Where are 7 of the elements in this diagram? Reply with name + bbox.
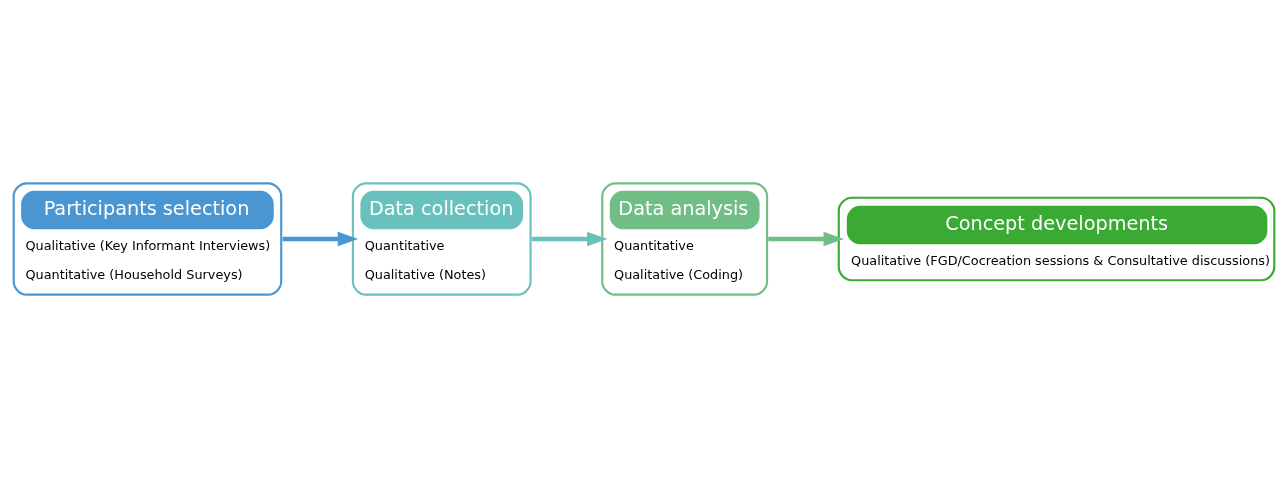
node-box: Data collection Quantitative Qualitative (Notes) bbox=[351, 181, 532, 296]
arrow bbox=[282, 231, 359, 246]
node-box: Participants selection Qualitative (Key Informant Interviews) Quantitative (Household Surveys) bbox=[12, 181, 283, 296]
arrow bbox=[768, 231, 844, 246]
arrow bbox=[531, 231, 608, 246]
node-box: Data analysis Quantitative Qualitative (Coding) bbox=[601, 181, 769, 296]
node-box: Concept developments Qualitative (FGD/Cocreation sessions & Consultative discussions) bbox=[837, 196, 1276, 281]
